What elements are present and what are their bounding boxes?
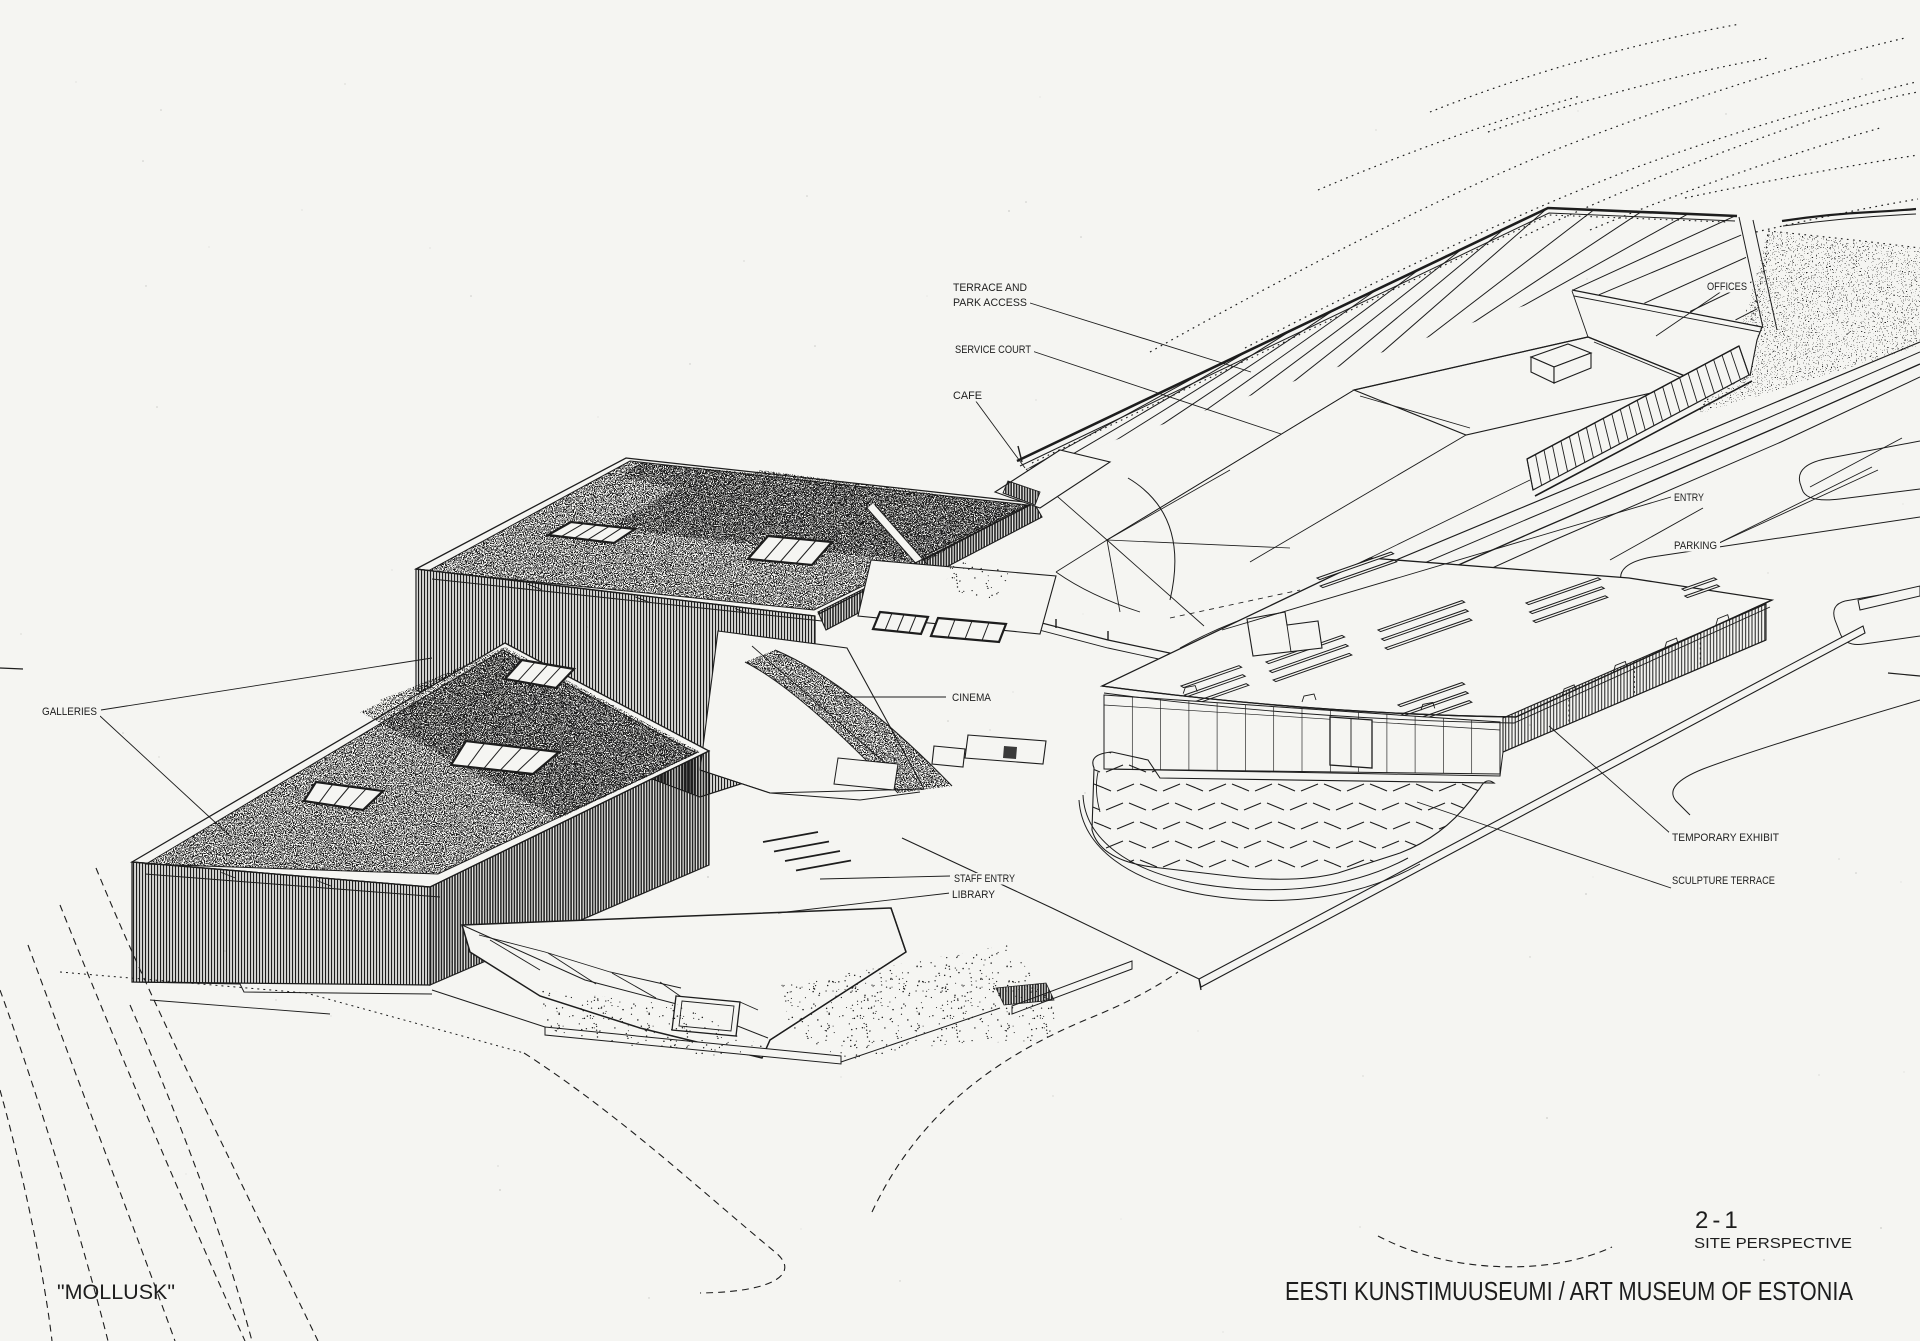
svg-text:2-1: 2-1 [1695,1207,1742,1234]
svg-text:SITE PERSPECTIVE: SITE PERSPECTIVE [1694,1236,1852,1252]
svg-text:LIBRARY: LIBRARY [952,889,996,901]
svg-text:TEMPORARY EXHIBIT: TEMPORARY EXHIBIT [1672,832,1779,844]
svg-text:CINEMA: CINEMA [952,692,992,704]
svg-text:PARKING: PARKING [1674,540,1717,552]
svg-text:TERRACE AND: TERRACE AND [953,282,1027,294]
svg-text:"MOLLUSK": "MOLLUSK" [57,1281,175,1304]
svg-text:CAFE: CAFE [953,390,982,402]
svg-text:STAFF ENTRY: STAFF ENTRY [954,873,1016,885]
svg-text:EESTI KUNSTIMUUSEUMI / ART M: EESTI KUNSTIMUUSEUMI / ART MUSEUM OF EST… [1285,1276,1854,1306]
svg-text:GALLERIES: GALLERIES [42,706,97,718]
svg-text:PARK ACCESS: PARK ACCESS [953,297,1027,309]
svg-text:ENTRY: ENTRY [1674,492,1705,504]
svg-text:OFFICES: OFFICES [1707,281,1747,293]
svg-text:SERVICE COURT: SERVICE COURT [955,344,1031,356]
svg-text:SCULPTURE TERRACE: SCULPTURE TERRACE [1672,875,1775,887]
